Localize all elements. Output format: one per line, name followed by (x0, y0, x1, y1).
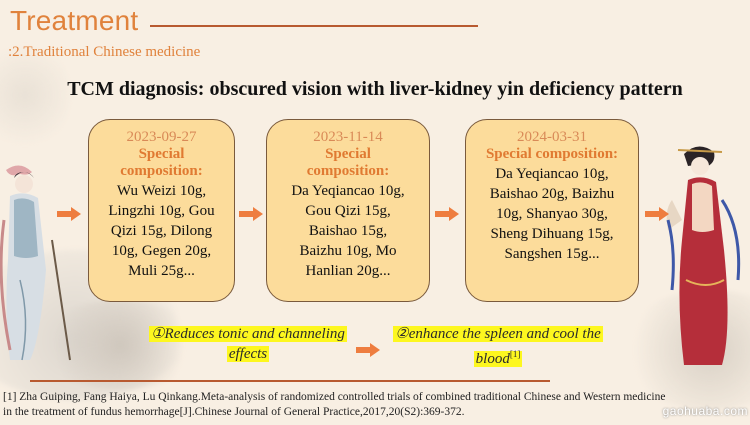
box-date: 2023-11-14 (313, 129, 383, 145)
effect-note-line: ②enhance the spleen and cool the (393, 326, 603, 342)
effect-note-line: ①Reduces tonic and channeling (149, 326, 347, 342)
composition-line: Lingzhi 10g, Gou (108, 203, 215, 219)
effect-note-line: blood[1] (473, 349, 523, 367)
effect-note-2: ②enhance the spleen and cool the blood[1… (382, 324, 614, 369)
composition-line: 10g, Shanyao 30g, (496, 206, 608, 222)
box-label: Special (138, 146, 185, 162)
right-figure-illustration (666, 146, 741, 365)
box-composition: Da Yeqiancao 10g, Baishao 20g, Baizhu 10… (466, 164, 638, 264)
timeline-box-1: 2023-09-27 Special composition: Wu Weizi… (88, 119, 235, 302)
composition-line: Sheng Dihuang 15g, (490, 226, 614, 242)
box-label: Special composition: (485, 146, 619, 162)
composition-line: Wu Weizi 10g, (116, 183, 207, 199)
reference-text: [1] Zha Guiping, Fang Haiya, Lu Qinkang.… (3, 390, 743, 420)
composition-line: Sangshen 15g... (504, 246, 600, 262)
effect-note-1: ①Reduces tonic and channeling effects (128, 324, 368, 364)
citation-marker: [1] (509, 349, 521, 359)
reference-line: in the treatment of fundus hemorrhage[J]… (3, 406, 465, 418)
watermark: gaohuaba.com (662, 404, 748, 418)
title-divider (150, 25, 478, 27)
box-composition: Wu Weizi 10g, Lingzhi 10g, Gou Qizi 15g,… (89, 181, 234, 281)
box-date: 2024-03-31 (517, 129, 587, 145)
effect-note-line: effects (226, 346, 270, 362)
timeline-box-2: 2023-11-14 Special composition: Da Yeqia… (266, 119, 430, 302)
composition-line: Hanlian 20g... (305, 263, 391, 279)
left-figure-illustration (0, 165, 71, 361)
arrow-right-icon (435, 207, 459, 221)
slide-subtitle: :2.Traditional Chinese medicine (8, 44, 201, 60)
box-composition: Da Yeqiancao 10g, Gou Qizi 15g, Baishao … (267, 181, 429, 281)
box-label: composition: (120, 163, 203, 179)
reference-line: [1] Zha Guiping, Fang Haiya, Lu Qinkang.… (3, 391, 666, 403)
composition-line: Baizhu 10g, Mo (299, 243, 397, 259)
composition-line: Da Yeqiancao 10g, (495, 166, 609, 182)
timeline-box-3: 2024-03-31 Special composition: Da Yeqia… (465, 119, 639, 302)
slide-title: Treatment (10, 5, 139, 36)
diagnosis-heading: TCM diagnosis: obscured vision with live… (67, 78, 683, 100)
box-label: composition: (306, 163, 390, 179)
composition-line: Baishao 15g, (308, 223, 388, 239)
arrow-right-icon (239, 207, 263, 221)
composition-line: Da Yeqiancao 10g, (291, 183, 405, 199)
composition-line: Baishao 20g, Baizhu (489, 186, 615, 202)
reference-divider (30, 380, 550, 382)
arrow-right-icon (356, 343, 380, 357)
box-date: 2023-09-27 (126, 129, 197, 145)
composition-line: Gou Qizi 15g, (305, 203, 391, 219)
arrow-right-icon (57, 207, 81, 221)
arrow-right-icon (645, 207, 669, 221)
composition-line: Muli 25g... (128, 263, 195, 279)
effect-note-text: blood (475, 351, 510, 367)
composition-line: 10g, Gegen 20g, (111, 243, 212, 259)
composition-line: Qizi 15g, Dilong (110, 223, 213, 239)
box-label: Special (325, 146, 371, 162)
